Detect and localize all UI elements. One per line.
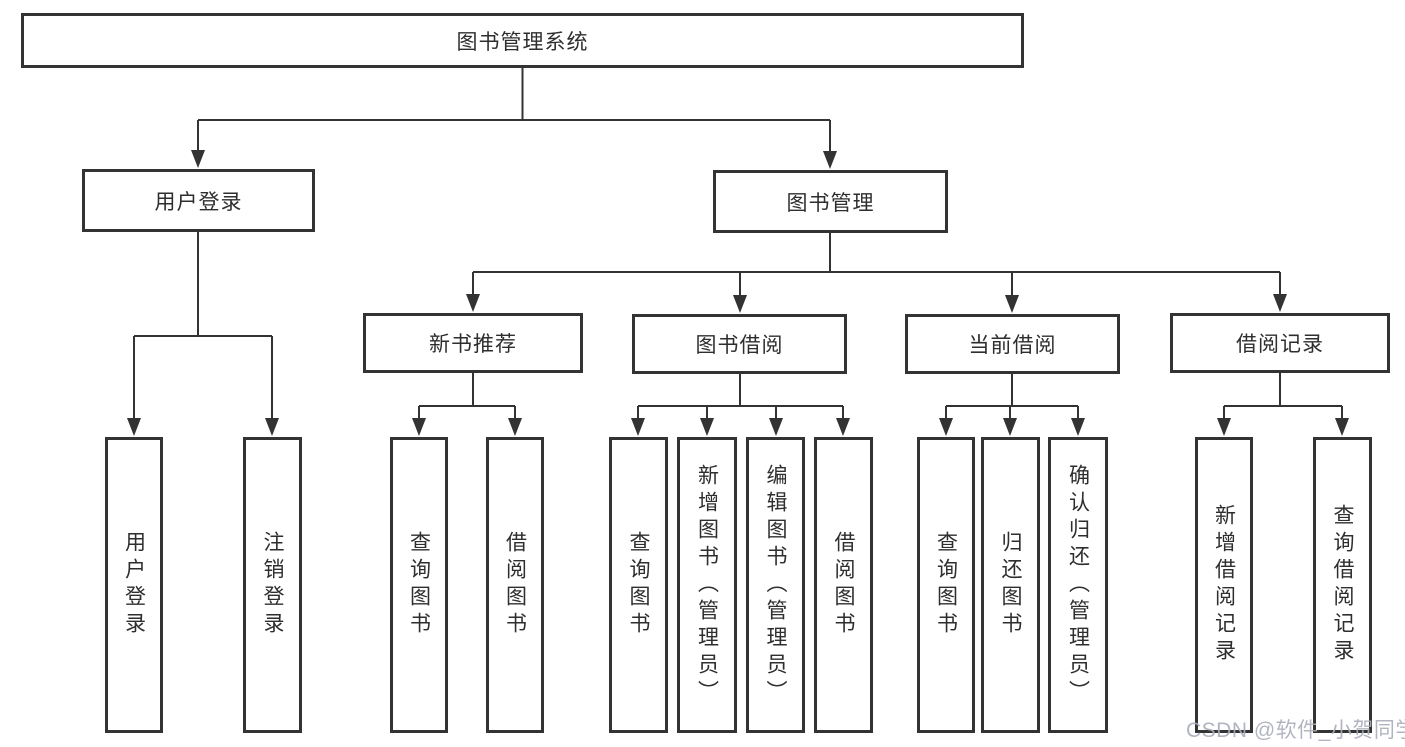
node-book-management: 图书管理 <box>713 170 948 233</box>
leaf-add-borrow-record: 新增借阅记录 <box>1195 437 1253 733</box>
leaf-query-borrow-record: 查询借阅记录 <box>1313 437 1372 733</box>
node-current-borrow: 当前借阅 <box>905 314 1120 374</box>
leaf-confirm-return-admin: 确认归还（管理员） <box>1048 437 1108 733</box>
csdn-watermark: CSDN @软件_小贺同学 <box>1186 719 1405 742</box>
leaf-borrow-books-2: 借阅图书 <box>814 437 873 733</box>
leaf-borrow-books-1: 借阅图书 <box>486 437 544 733</box>
leaf-edit-books-admin: 编辑图书（管理员） <box>746 437 805 733</box>
leaf-add-books-admin: 新增图书（管理员） <box>677 437 737 733</box>
node-book-borrow: 图书借阅 <box>632 314 847 374</box>
node-user-login: 用户登录 <box>82 169 315 232</box>
leaf-user-login: 用户登录 <box>105 437 163 733</box>
node-new-book-recommend: 新书推荐 <box>363 313 583 373</box>
leaf-query-books-2: 查询图书 <box>609 437 668 733</box>
leaf-query-books-3: 查询图书 <box>917 437 975 733</box>
leaf-logout-login: 注销登录 <box>243 437 302 733</box>
leaf-return-books: 归还图书 <box>981 437 1040 733</box>
leaf-query-books-1: 查询图书 <box>390 437 448 733</box>
node-borrow-records: 借阅记录 <box>1170 313 1390 373</box>
node-root-library-management-system: 图书管理系统 <box>21 13 1024 68</box>
